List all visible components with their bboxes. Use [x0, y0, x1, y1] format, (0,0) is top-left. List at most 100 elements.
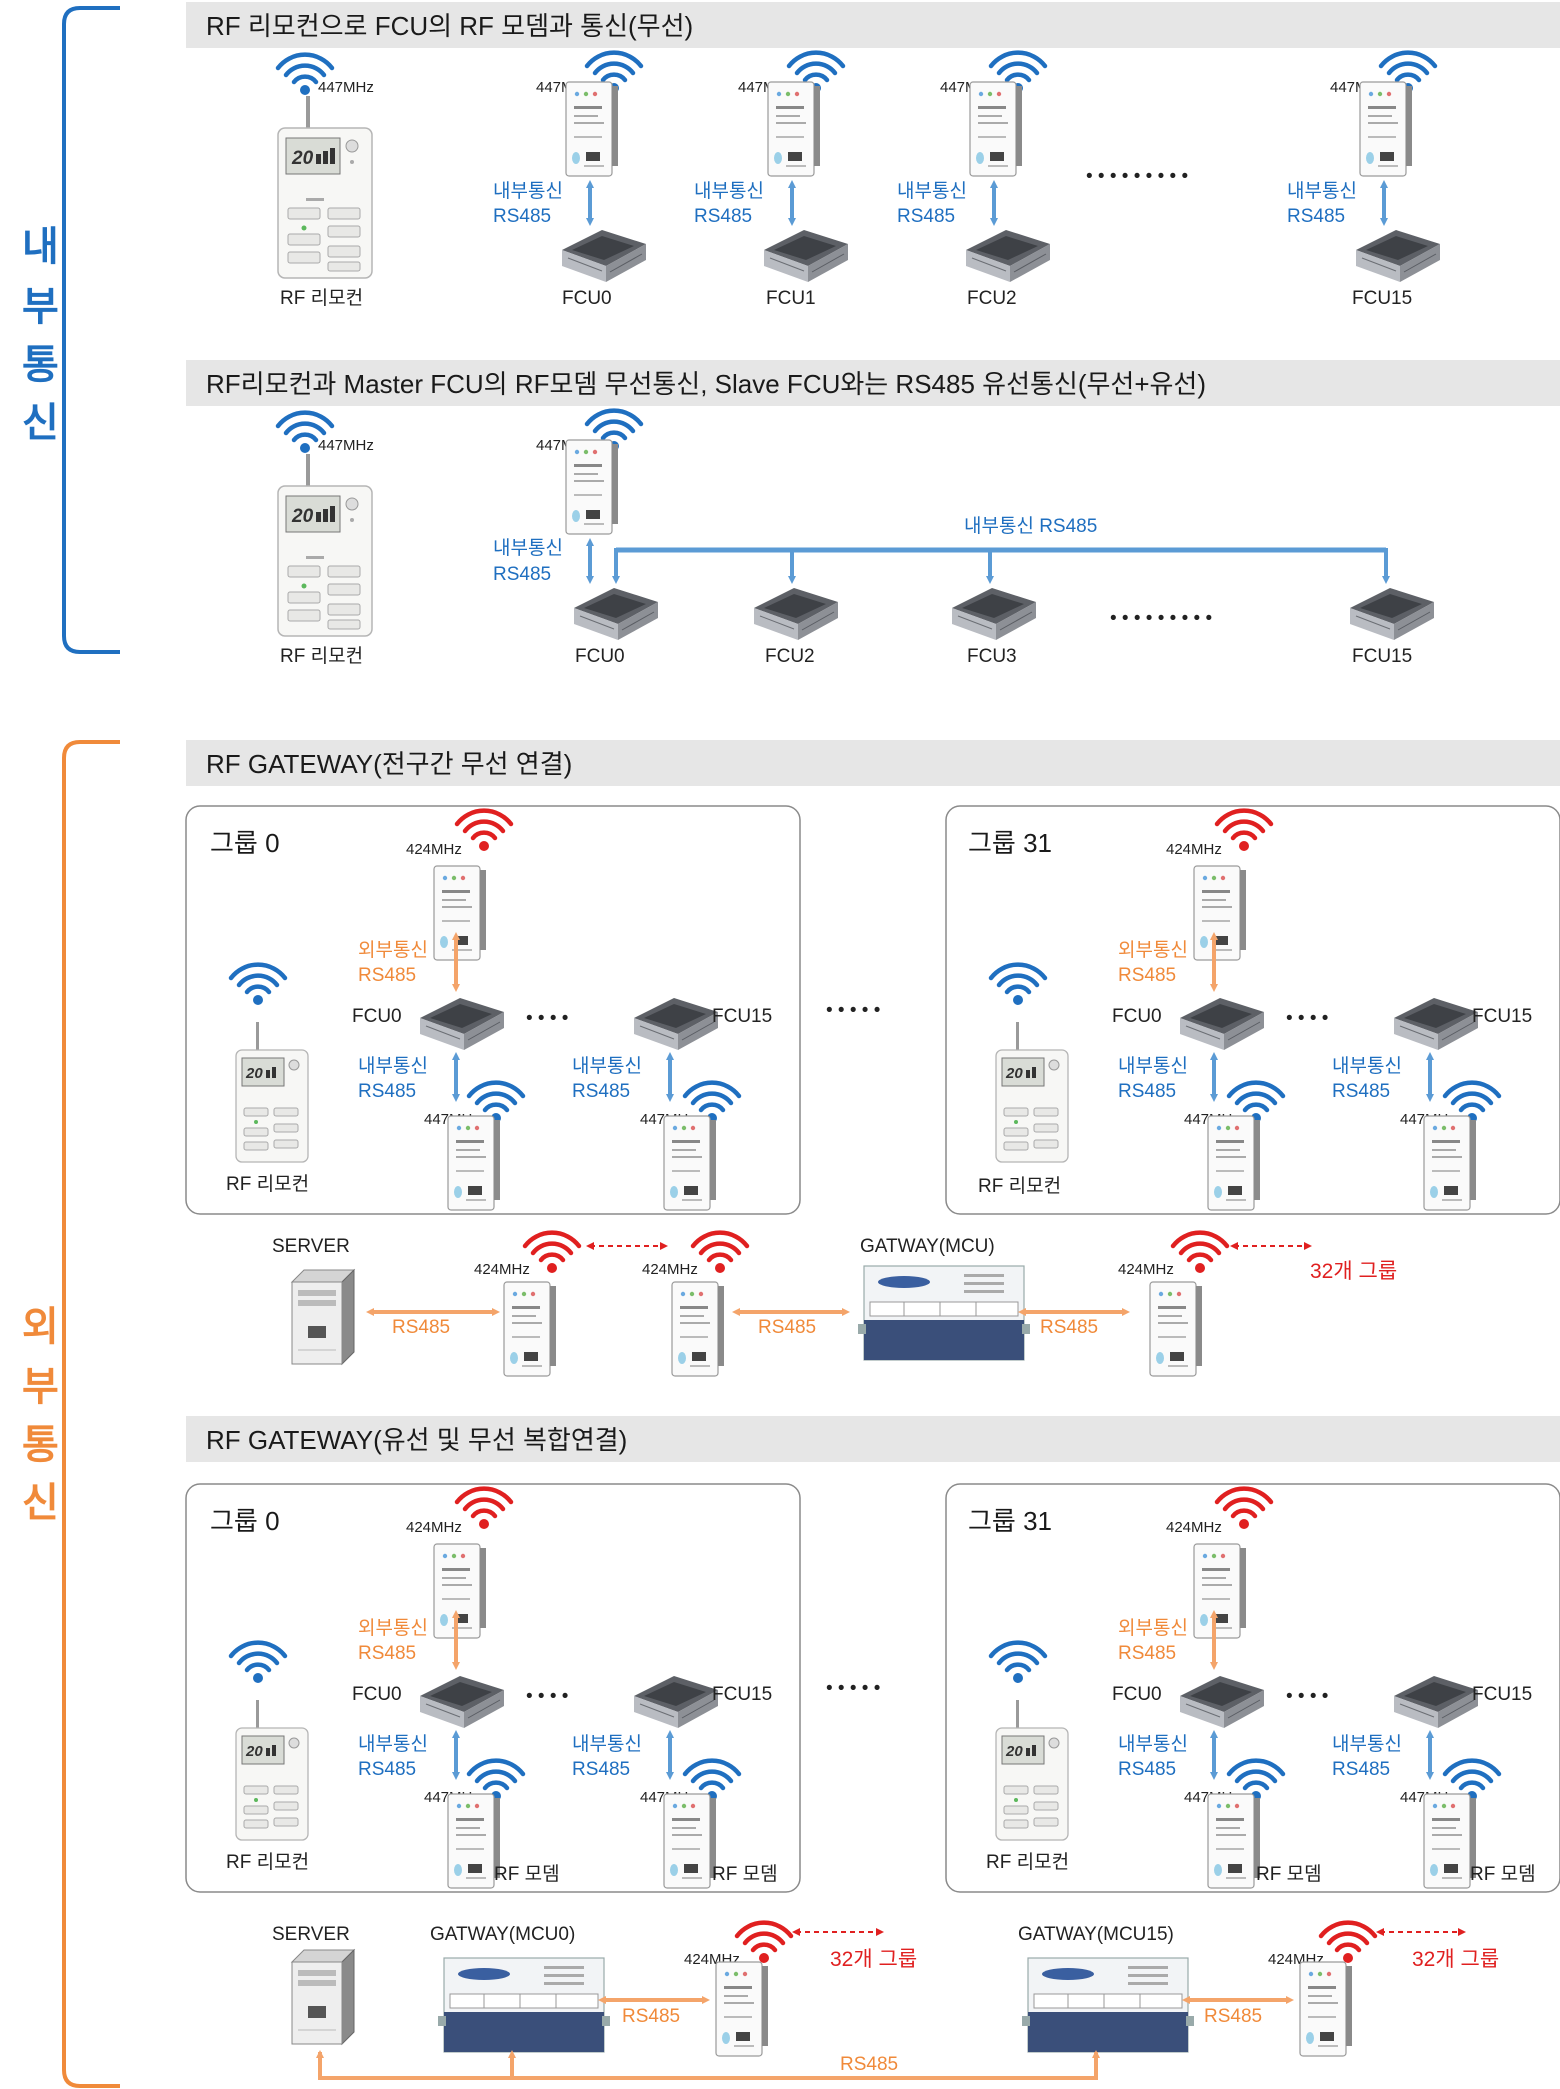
frequency-label: 424MHz [474, 1261, 530, 1278]
rf-modem-icon [715, 1961, 769, 2057]
section-header [186, 2, 1560, 48]
device-label: RF 리모컨 [280, 287, 363, 309]
wifi-icon [1173, 1233, 1227, 1273]
comm-label: RS485 [392, 1317, 450, 1338]
section-title: RF GATEWAY(전구간 무선 연결) [206, 749, 572, 779]
rf-modem-icon [1193, 1543, 1247, 1639]
external-comm-bracket: 외 부 통 신 [22, 740, 120, 2088]
rf-modem-icon [565, 81, 619, 177]
ellipsis: • • • • • [826, 1678, 880, 1699]
fcu-icon [573, 587, 659, 641]
comm-label: 내부통신 [1332, 1055, 1402, 1077]
comm-label: RS485 [1040, 1317, 1098, 1338]
section-title: RF리모컨과 Master FCU의 RF모뎀 무선통신, Slave FCU와… [206, 369, 1206, 399]
gateway-icon [857, 1265, 1031, 1361]
wifi-icon [525, 1233, 579, 1273]
comm-label: RS485 [1118, 1643, 1176, 1664]
fcu-icon [1355, 229, 1441, 283]
comm-label: 내부통신 [493, 537, 563, 559]
section-2: RF리모컨과 Master FCU의 RF모뎀 무선통신, Slave FCU와… [186, 360, 1560, 667]
comm-label: RS485 [493, 564, 551, 585]
frequency-label: 424MHz [1166, 841, 1222, 858]
rf-modem-icon [447, 1793, 501, 1889]
comm-label: RS485 [1332, 1081, 1390, 1102]
fcu-icon [561, 229, 647, 283]
section-3: RF GATEWAY(전구간 무선 연결) 그룹 0 424MHz 외부통신 R… [185, 740, 1560, 1377]
rf-modem-icon [503, 1281, 557, 1377]
comm-label: 내부통신 [358, 1055, 428, 1077]
section-title: RF 리모컨으로 FCU의 RF 모뎀과 통신(무선) [206, 11, 693, 41]
comm-label: RS485 [358, 1643, 416, 1664]
internal-comm-bracket: 내 부 통 신 [22, 6, 120, 654]
comm-label: RS485 [1287, 206, 1345, 227]
device-label: GATWAY(MCU0) [430, 1924, 575, 1945]
device-label: RF 리모컨 [986, 1851, 1069, 1873]
comm-label: RS485 [1332, 1759, 1390, 1780]
device-label: RF 모뎀 [712, 1863, 778, 1885]
comm-label: 외부통신 [1118, 1617, 1188, 1639]
ellipsis: • • • • • • • • • [1110, 608, 1212, 629]
ellipsis: • • • • [1286, 1686, 1328, 1707]
section-header [186, 740, 1560, 786]
device-label: RF 리모컨 [280, 645, 363, 667]
rf-modem-icon [1359, 81, 1413, 177]
fcu-label: FCU0 [352, 1006, 402, 1027]
side-label-char: 내 [22, 225, 59, 269]
comm-label: 내부통신 [493, 180, 563, 202]
side-label-char: 통 [22, 343, 59, 387]
comm-label: 내부통신 [897, 180, 967, 202]
rf-modem-icon [447, 1115, 501, 1211]
frequency-label: 424MHz [1118, 1261, 1174, 1278]
comm-label: 외부통신 [358, 939, 428, 961]
ellipsis: • • • • • • • • • [1086, 166, 1188, 187]
fcu-label: FCU15 [1352, 288, 1412, 309]
rf-modem-icon [663, 1793, 717, 1889]
wifi-icon [737, 1923, 791, 1963]
comm-label: 외부통신 [1118, 939, 1188, 961]
device-label: RF 리모컨 [226, 1173, 309, 1195]
side-label-char: 부 [22, 285, 59, 329]
rf-modem-icon [565, 439, 619, 535]
rf-modem-icon [1207, 1793, 1261, 1889]
rf-modem-icon [1423, 1793, 1477, 1889]
ellipsis: • • • • • [826, 1000, 880, 1021]
side-label-char: 외 [22, 1305, 59, 1349]
backbone-label: RS485 [840, 2054, 898, 2075]
device-label: GATWAY(MCU15) [1018, 1924, 1174, 1945]
fcu-label: FCU0 [352, 1684, 402, 1705]
rf-modem-icon [1193, 865, 1247, 961]
rf-modem-icon [1207, 1115, 1261, 1211]
fcu-label: FCU2 [967, 288, 1017, 309]
fcu-label: FCU15 [1472, 1684, 1532, 1705]
groups-label: 32개 그룹 [1412, 1948, 1499, 1971]
frequency-label: 424MHz [1166, 1519, 1222, 1536]
rf-modem-icon [767, 81, 821, 177]
device-label: SERVER [272, 1924, 350, 1945]
comm-label: 내부통신 [1118, 1055, 1188, 1077]
device-label: GATWAY(MCU) [860, 1236, 995, 1257]
comm-label: RS485 [1118, 1081, 1176, 1102]
fcu-icon [951, 587, 1037, 641]
comm-label: 내부통신 [694, 180, 764, 202]
comm-label: RS485 [897, 206, 955, 227]
rf-modem-icon [1299, 1961, 1353, 2057]
rf-modem-icon [663, 1115, 717, 1211]
comm-label: RS485 [1118, 965, 1176, 986]
side-label-char: 신 [22, 1481, 59, 1525]
comm-label: 내부통신 [1287, 180, 1357, 202]
section-4: RF GATEWAY(유선 및 무선 복합연결) 그룹 0 424MHz 외부통… [185, 1416, 1560, 2080]
comm-label: RS485 [758, 1317, 816, 1338]
device-label: RF 리모컨 [978, 1175, 1061, 1197]
fcu-label: FCU15 [1472, 1006, 1532, 1027]
fcu-icon [1349, 587, 1435, 641]
comm-label: 내부통신 [358, 1733, 428, 1755]
rf-remote-icon [277, 453, 373, 637]
ellipsis: • • • • [526, 1008, 568, 1029]
rf-modem-icon [969, 81, 1023, 177]
section-1: RF 리모컨으로 FCU의 RF 모뎀과 통신(무선) 447MHz RF 리모… [186, 2, 1560, 309]
server-icon [291, 1269, 355, 1365]
comm-label: RS485 [1204, 2006, 1262, 2027]
group-title: 그룹 0 [210, 1506, 280, 1536]
groups-label: 32개 그룹 [830, 1948, 917, 1971]
fcu-label: FCU2 [765, 646, 815, 667]
